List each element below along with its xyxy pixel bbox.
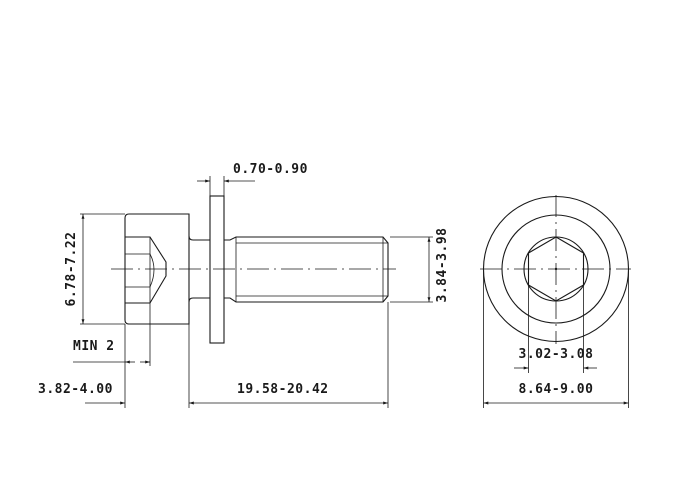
screw-head — [124, 213, 190, 325]
threaded-shank — [224, 236, 389, 303]
dim-washer-diameter: 8.64-9.00 — [483, 269, 629, 408]
dim-shank-length: 19.58-20.42 — [188, 302, 389, 408]
washer-diameter-label: 8.64-9.00 — [519, 382, 594, 397]
dim-head-height: 3.82-4.00 — [38, 324, 190, 408]
screw-neck — [188, 235, 210, 303]
socket-depth-label: MIN 2 — [73, 339, 115, 354]
thread-diameter-label: 3.84-3.98 — [435, 228, 450, 303]
head-height-label: 3.82-4.00 — [38, 382, 113, 397]
dim-thread-diameter: 3.84-3.98 — [390, 228, 450, 303]
washer — [209, 195, 225, 344]
socket-across-flats-label: 3.02-3.08 — [519, 347, 594, 362]
dim-head-diameter: 6.78-7.22 — [64, 213, 125, 325]
dim-socket-depth: MIN 2 — [73, 303, 151, 408]
head-diameter-label: 6.78-7.22 — [64, 232, 79, 307]
screw-side-view — [111, 195, 396, 344]
hex-socket-profile — [125, 236, 167, 304]
shank-length-label: 19.58-20.42 — [237, 382, 329, 397]
washer-thickness-label: 0.70-0.90 — [233, 162, 308, 177]
dim-washer-thickness: 0.70-0.90 — [197, 162, 308, 196]
dim-socket-across-flats: 3.02-3.08 — [514, 269, 597, 373]
screw-end-view — [480, 195, 631, 344]
